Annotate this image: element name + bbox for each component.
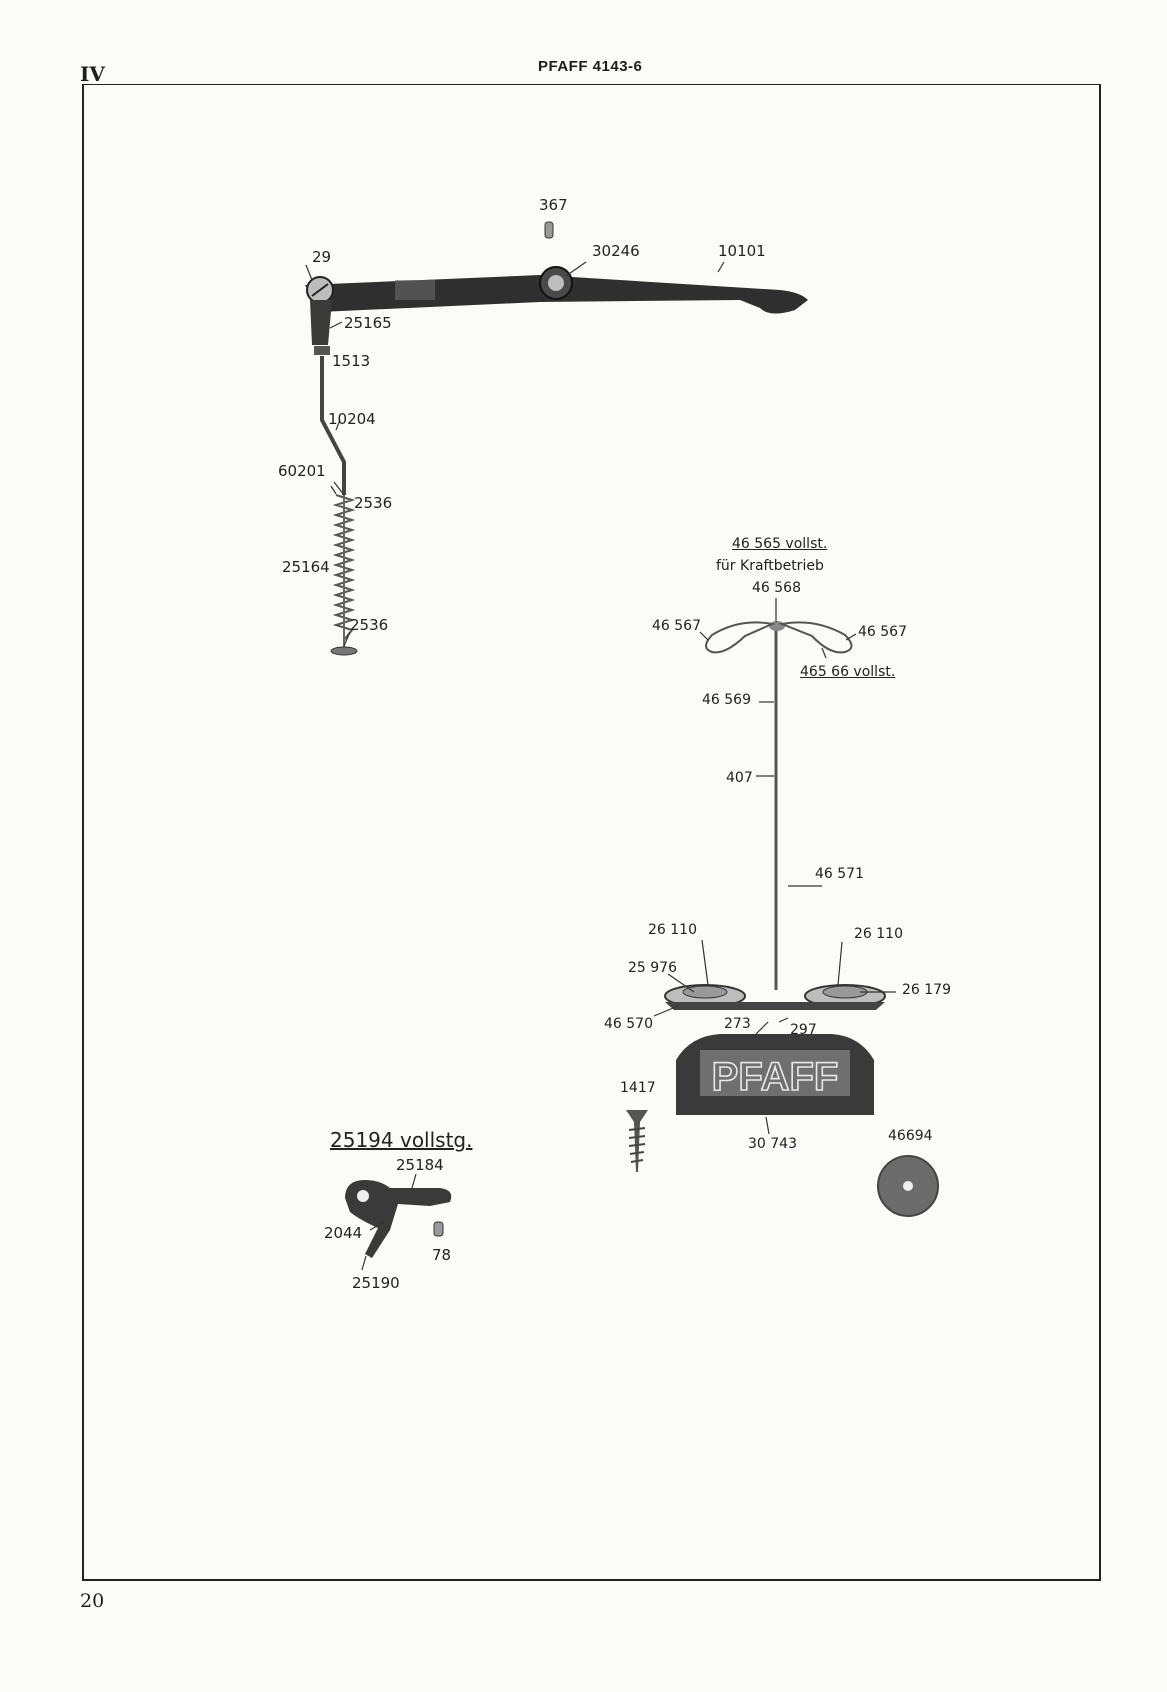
- caption-kraftbetrieb: für Kraftbetrieb: [716, 558, 824, 574]
- part-label-25194: 25194 vollstg.: [330, 1128, 472, 1152]
- part-label-25164: 25164: [282, 558, 330, 576]
- part-label-2536-upper: 2536: [354, 494, 392, 512]
- stand-logo: PFAFF: [712, 1055, 839, 1099]
- part-label-46565: 46 565 vollst.: [732, 536, 827, 552]
- part-label-30743: 30 743: [748, 1136, 797, 1152]
- part-label-25976: 25 976: [628, 960, 677, 976]
- part-label-46567-left: 46 567: [652, 618, 701, 634]
- part-label-26110-left: 26 110: [648, 922, 697, 938]
- part-label-46568: 46 568: [752, 580, 801, 596]
- part-label-78: 78: [432, 1246, 451, 1264]
- part-label-46571: 46 571: [815, 866, 864, 882]
- part-label-25165: 25165: [344, 314, 392, 332]
- part-label-29: 29: [312, 248, 331, 266]
- part-label-46566: 465 66 vollst.: [800, 664, 895, 680]
- part-label-273: 273: [724, 1016, 751, 1032]
- part-label-60201: 60201: [278, 462, 326, 480]
- part-label-297: 297: [790, 1022, 817, 1038]
- part-label-367: 367: [539, 196, 568, 214]
- part-label-1513: 1513: [332, 352, 370, 370]
- part-label-2044: 2044: [324, 1224, 362, 1242]
- part-label-2536-lower: 2536: [350, 616, 388, 634]
- part-label-26110-right: 26 110: [854, 926, 903, 942]
- part-label-407: 407: [726, 770, 753, 786]
- part-label-46567-right: 46 567: [858, 624, 907, 640]
- part-label-25190: 25190: [352, 1274, 400, 1292]
- part-label-10204: 10204: [328, 410, 376, 428]
- lever-arm-illustration: [305, 222, 808, 655]
- part-label-25184: 25184: [396, 1156, 444, 1174]
- wood-screw-illustration: [626, 1110, 648, 1172]
- part-label-26179: 26 179: [902, 982, 951, 998]
- part-label-46570: 46 570: [604, 1016, 653, 1032]
- part-label-46694: 46694: [888, 1128, 933, 1144]
- part-label-30246: 30246: [592, 242, 640, 260]
- part-label-10101: 10101: [718, 242, 766, 260]
- part-label-46569: 46 569: [702, 692, 751, 708]
- part-label-1417: 1417: [620, 1080, 656, 1096]
